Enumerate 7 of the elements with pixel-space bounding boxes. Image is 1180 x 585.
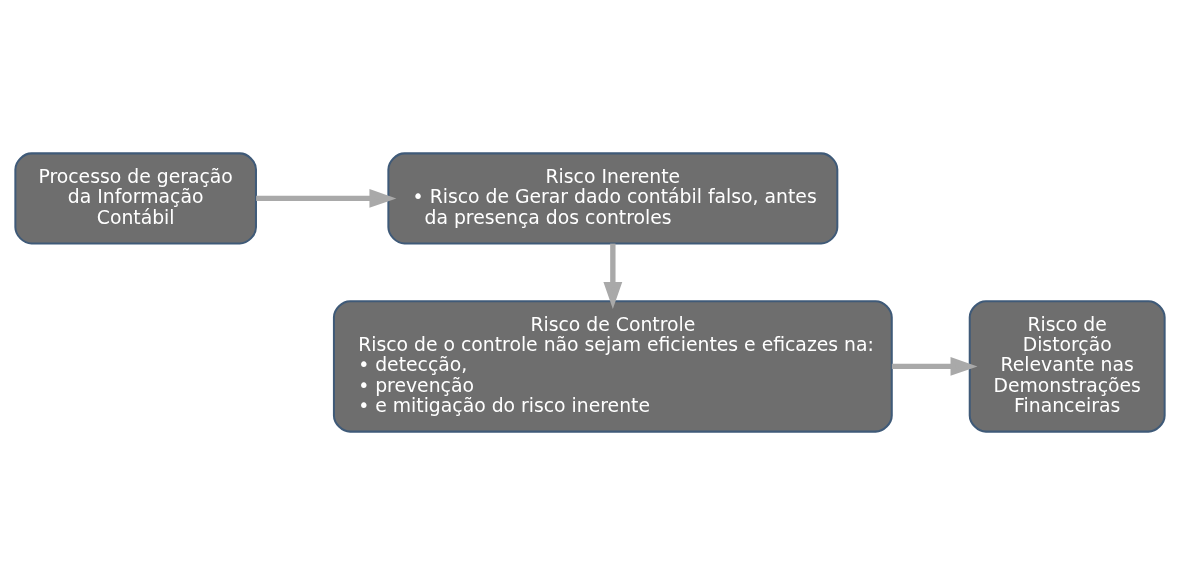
- node-box: Risco de Distorção Relevante nas Demonstrações Financeiras: [968, 300, 1166, 433]
- arrow: [603, 243, 623, 309]
- node-box: Risco de Controle Risco de o controle não sejam eficientes e eficazes na: • detecção, • prevenção • e mitigação do risco inerente: [332, 300, 893, 433]
- node-box: Risco Inerente • Risco de Gerar dado contábil falso, antes da presença dos controles: [387, 152, 839, 245]
- node-box: Processo de geração da Informação Contábil: [14, 152, 257, 245]
- arrow: [256, 188, 397, 208]
- arrow: [891, 357, 978, 376]
